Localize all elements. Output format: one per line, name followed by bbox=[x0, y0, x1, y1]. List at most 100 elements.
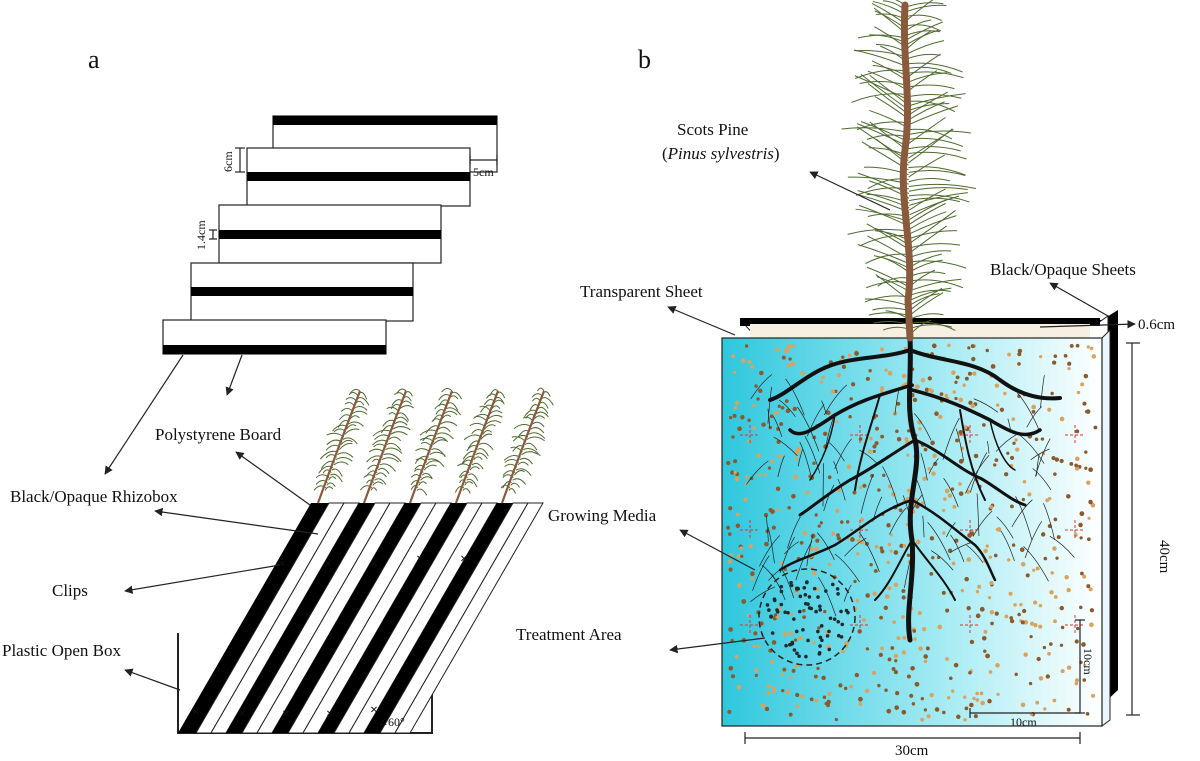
soil-particle bbox=[901, 650, 906, 655]
fine-root bbox=[1032, 468, 1052, 490]
soil-particle bbox=[962, 383, 966, 387]
fine-root bbox=[772, 415, 783, 437]
pine-needle bbox=[379, 463, 396, 472]
soil-particle bbox=[727, 709, 732, 715]
fine-root bbox=[784, 541, 800, 555]
fine-root bbox=[920, 453, 928, 481]
soil-particle bbox=[819, 380, 824, 384]
pine-needle bbox=[906, 84, 955, 90]
soil-particle bbox=[845, 520, 850, 524]
soil-particle bbox=[754, 384, 758, 388]
pine-needle bbox=[338, 442, 353, 450]
pine-needle bbox=[908, 194, 970, 203]
soil-particle bbox=[925, 646, 930, 651]
soil-particle bbox=[934, 411, 939, 416]
pine-needle bbox=[519, 457, 533, 465]
soil-particle bbox=[931, 555, 935, 560]
soil-particle bbox=[1088, 587, 1093, 592]
pine-needle bbox=[867, 70, 908, 91]
soil-particle bbox=[822, 695, 827, 699]
pine-needle bbox=[421, 472, 433, 479]
treatment-particle bbox=[779, 589, 784, 594]
soil-particle bbox=[872, 591, 877, 596]
soil-particle bbox=[1059, 605, 1064, 611]
soil-particle bbox=[899, 543, 904, 548]
soil-particle bbox=[893, 550, 899, 555]
soil-particle bbox=[964, 376, 969, 381]
pine-needle bbox=[523, 448, 541, 457]
soil-particle bbox=[776, 439, 781, 445]
soil-particle bbox=[983, 649, 987, 653]
soil-particle bbox=[975, 613, 981, 619]
pine-needle bbox=[908, 187, 968, 192]
soil-particle bbox=[949, 676, 953, 681]
soil-particle bbox=[1036, 656, 1041, 662]
pine-needle bbox=[434, 436, 449, 443]
soil-particle bbox=[901, 589, 906, 594]
soil-particle bbox=[875, 426, 879, 431]
soil-particle bbox=[989, 609, 995, 615]
pine-needle bbox=[869, 34, 907, 44]
soil-particle bbox=[809, 697, 814, 702]
pine-needle bbox=[397, 412, 410, 421]
soil-particle bbox=[756, 644, 761, 649]
pine-needle bbox=[331, 468, 343, 477]
pine-needle bbox=[484, 424, 496, 430]
pine-needle bbox=[841, 127, 908, 133]
soil-particle bbox=[877, 683, 881, 688]
soil-particle bbox=[790, 361, 796, 367]
soil-particle bbox=[947, 343, 951, 348]
soil-particle bbox=[958, 397, 964, 403]
rhizobox-stack bbox=[178, 502, 544, 734]
pine-needle bbox=[864, 298, 912, 308]
soil-particle bbox=[727, 559, 733, 564]
treatment-particle bbox=[770, 631, 775, 635]
soil-particle bbox=[988, 670, 993, 674]
pine-needle bbox=[467, 473, 479, 481]
soil-particle bbox=[989, 505, 994, 509]
soil-particle bbox=[980, 700, 985, 706]
pine-stem bbox=[899, 1, 914, 342]
soil-particle bbox=[850, 382, 856, 387]
soil-particle bbox=[1069, 343, 1074, 348]
treatment-particle bbox=[816, 595, 820, 599]
soil-particle bbox=[799, 694, 805, 699]
pine-needle bbox=[459, 479, 467, 484]
soil-particle bbox=[886, 523, 891, 528]
soil-particle bbox=[774, 410, 779, 416]
soil-particle bbox=[831, 531, 836, 536]
dim-5cm: 5cm bbox=[469, 155, 498, 179]
pine-needle bbox=[344, 401, 355, 407]
fine-root bbox=[973, 398, 999, 413]
pine-needle bbox=[441, 388, 453, 393]
pine-needle bbox=[395, 416, 409, 423]
soil-particle bbox=[874, 544, 879, 549]
grid-cross bbox=[740, 425, 760, 445]
pine-needle bbox=[908, 151, 967, 160]
soil-particle bbox=[1049, 642, 1053, 646]
soil-particle bbox=[810, 533, 816, 539]
soil-particle bbox=[1007, 352, 1011, 357]
soil-particle bbox=[967, 371, 972, 376]
soil-particle bbox=[898, 508, 903, 513]
pine-needle bbox=[530, 427, 545, 434]
soil-particle bbox=[1033, 623, 1038, 628]
dim-5cm-label: 5cm bbox=[473, 165, 494, 179]
soil-particle bbox=[945, 657, 949, 661]
pine-needle bbox=[330, 473, 343, 483]
soil-particle bbox=[993, 463, 997, 467]
soil-particle bbox=[901, 709, 907, 715]
treatment-particle bbox=[803, 601, 808, 606]
treatment-particle bbox=[797, 654, 801, 659]
soil-particle bbox=[1039, 355, 1043, 359]
treatment-particle bbox=[784, 643, 788, 648]
pine-needle bbox=[432, 439, 447, 445]
soil-particle bbox=[836, 533, 840, 537]
soil-particle bbox=[768, 425, 772, 430]
pine-needle bbox=[460, 474, 468, 479]
soil-particle bbox=[917, 611, 922, 616]
pine-needle bbox=[512, 478, 527, 485]
soil-particle bbox=[884, 594, 890, 599]
soil-particle bbox=[924, 387, 930, 392]
soil-particle bbox=[1059, 458, 1064, 464]
